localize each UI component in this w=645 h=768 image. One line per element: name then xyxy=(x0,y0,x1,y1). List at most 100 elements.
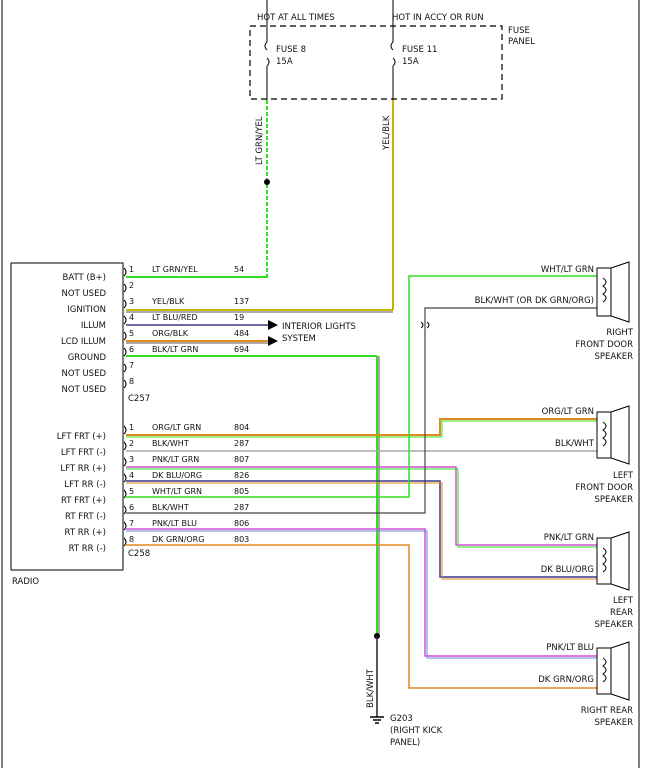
circuit-num: 805 xyxy=(234,487,249,496)
circuit-num: 287 xyxy=(234,439,249,448)
pin-num: 7 xyxy=(129,519,134,528)
pin-name: RT RR (+) xyxy=(65,528,106,538)
circuit-num: 804 xyxy=(234,423,249,432)
arrow-illum xyxy=(268,320,278,330)
circuit-num: 54 xyxy=(234,265,244,274)
interior-lights-label-2: SYSTEM xyxy=(282,334,316,344)
speaker-right-rear: PNK/LT BLU DK GRN/ORG RIGHT REAR SPEAKER xyxy=(538,641,633,728)
ground-symbol xyxy=(370,716,384,724)
c257-bracket-marks xyxy=(123,267,127,389)
wire-color: DK BLU/ORG xyxy=(152,471,202,480)
speaker-wire-neg: DK BLU/ORG xyxy=(541,565,594,575)
fuse8-symbol xyxy=(264,41,270,67)
speaker-left-rear: PNK/LT GRN DK BLU/ORG LEFT REAR SPEAKER xyxy=(541,531,634,630)
fuse-panel: FUSE PANEL HOT AT ALL TIMES HOT IN ACCY … xyxy=(249,0,535,100)
speaker-cone xyxy=(610,531,630,591)
bracket-mark xyxy=(123,505,127,515)
circuit-num: 19 xyxy=(234,313,244,322)
speaker-magnet xyxy=(596,267,612,317)
bracket-mark xyxy=(123,283,127,293)
wire-rt-rr-pos xyxy=(126,528,597,657)
circuit-num: 826 xyxy=(234,471,249,480)
wire-color: LT GRN/YEL xyxy=(152,265,198,274)
pin-name: NOT USED xyxy=(62,289,107,299)
bracket-mark xyxy=(123,363,127,373)
bracket-mark xyxy=(123,347,127,357)
speaker-magnet xyxy=(596,537,612,585)
speaker-magnet xyxy=(596,647,612,695)
speaker-label-2: FRONT DOOR xyxy=(575,340,633,350)
pin-num: 4 xyxy=(129,313,134,322)
speaker-cone xyxy=(610,261,630,323)
circuit-num: 806 xyxy=(234,519,249,528)
pin-name: NOT USED xyxy=(62,385,107,395)
pin-num: 5 xyxy=(129,329,134,338)
pin-name: LFT RR (-) xyxy=(64,480,106,490)
pin-num: 3 xyxy=(129,297,134,306)
pin-num: 5 xyxy=(129,487,134,496)
pin-name: LCD ILLUM xyxy=(61,337,106,347)
pin-num: 6 xyxy=(129,345,134,354)
bracket-mark xyxy=(123,315,127,325)
pin-num: 8 xyxy=(129,535,134,544)
fuse11-name: FUSE 11 xyxy=(402,45,437,55)
hot-at-all-times-label: HOT AT ALL TIMES xyxy=(257,13,335,23)
wire-lft-rr-neg xyxy=(126,480,597,578)
bracket-mark xyxy=(123,425,127,435)
speaker-coil xyxy=(602,277,607,303)
fuse8-rating: 15A xyxy=(276,57,293,67)
pin-name: IGNITION xyxy=(67,305,106,315)
bracket-mark xyxy=(123,537,127,547)
bracket-mark xyxy=(123,299,127,309)
wire-color: BLK/LT GRN xyxy=(152,345,198,354)
speaker-label-2: SPEAKER xyxy=(594,718,633,728)
speaker-label-3: SPEAKER xyxy=(594,620,633,630)
wire-color: ORG/LT GRN xyxy=(152,423,201,432)
circuit-num: 137 xyxy=(234,297,249,306)
pin-name: NOT USED xyxy=(62,369,107,379)
ground-id: G203 xyxy=(390,714,413,724)
speaker-magnet xyxy=(596,411,612,459)
label-yel-blk-vertical: YEL/BLK xyxy=(382,115,392,151)
label-ltgrn-yel-vertical: LT GRN/YEL xyxy=(255,116,265,165)
wire-rt-rr-neg xyxy=(126,544,597,689)
fuse8-name: FUSE 8 xyxy=(276,45,306,55)
wire-lft-rr-pos xyxy=(126,466,597,546)
pin-num: 2 xyxy=(129,281,134,290)
circuit-num: 287 xyxy=(234,503,249,512)
wire-lft-rr-neg-stripe xyxy=(126,482,597,580)
speaker-label-1: LEFT xyxy=(613,471,634,481)
fuse-panel-label-2: PANEL xyxy=(508,37,535,47)
speaker-wire-neg: DK GRN/ORG xyxy=(538,675,594,685)
pin-num: 6 xyxy=(129,503,134,512)
pin-num: 8 xyxy=(129,377,134,386)
wire-color: PNK/LT GRN xyxy=(152,455,199,464)
hot-in-accy-label: HOT IN ACCY OR RUN xyxy=(392,13,484,23)
speaker-wire-pos: PNK/LT GRN xyxy=(544,533,594,543)
speaker-coil xyxy=(602,547,607,573)
pin-num: 3 xyxy=(129,455,134,464)
c257-pin-labels: BATT (B+) NOT USED IGNITION ILLUM LCD IL… xyxy=(61,265,249,395)
wire-lft-rr-pos-stripe xyxy=(126,468,597,548)
fuse-panel-box xyxy=(249,25,503,100)
speaker-wire-pos: PNK/LT BLU xyxy=(546,643,594,653)
arrow-lcd-illum xyxy=(268,336,278,346)
speaker-wire-pos: WHT/LT GRN xyxy=(541,265,594,275)
fuse11-symbol xyxy=(390,41,396,67)
speaker-label-2: FRONT DOOR xyxy=(575,483,633,493)
speaker-wire-pos: ORG/LT GRN xyxy=(542,407,594,417)
speaker-label-3: SPEAKER xyxy=(594,495,633,505)
speaker-label-1: RIGHT REAR xyxy=(581,706,633,716)
speaker-coil xyxy=(602,421,607,447)
wire-color: WHT/LT GRN xyxy=(152,487,202,496)
bracket-mark xyxy=(123,473,127,483)
speaker-wire-neg: BLK/WHT (OR DK GRN/ORG) xyxy=(475,296,594,306)
wire-color: PNK/LT BLU xyxy=(152,519,197,528)
circuit-num: 694 xyxy=(234,345,249,354)
speaker-cone xyxy=(610,405,630,465)
circuit-num: 484 xyxy=(234,329,249,338)
speaker-cone xyxy=(610,641,630,701)
c258-bracket-marks xyxy=(123,425,127,547)
speaker-left-front: ORG/LT GRN BLK/WHT LEFT FRONT DOOR SPEAK… xyxy=(542,405,634,505)
